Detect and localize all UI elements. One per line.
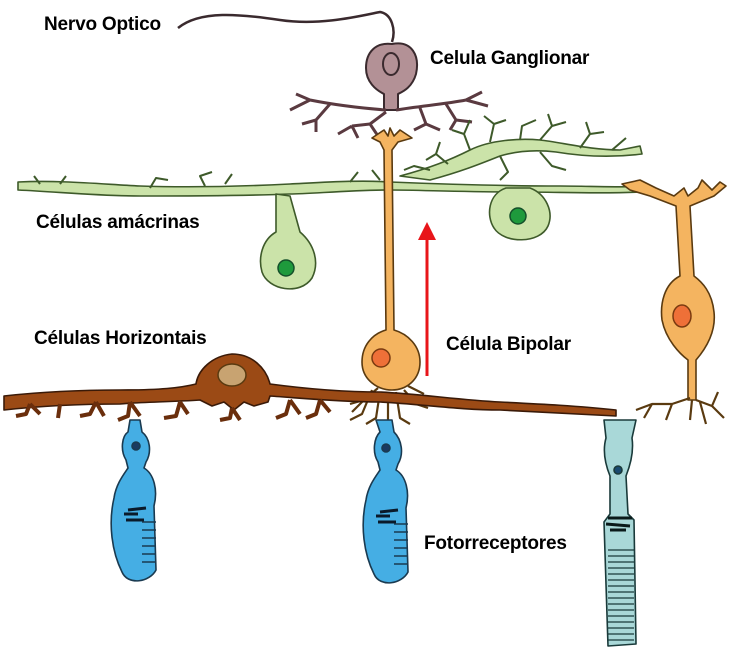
optic-nerve-fiber	[177, 10, 395, 43]
ganglion-cell-label: Celula Ganglionar	[430, 48, 590, 69]
cone-photoreceptor-left	[110, 419, 157, 582]
horizontal-cells-label: Células Horizontais	[34, 328, 207, 349]
bipolar-nucleus-center	[371, 348, 391, 368]
optic-nerve-label: Nervo Optico	[44, 14, 161, 35]
signal-direction-arrow	[418, 222, 436, 376]
amacrine-processes	[17, 113, 643, 290]
bipolar-cell-right	[621, 179, 727, 425]
horizontal-nucleus	[217, 363, 247, 387]
bipolar-cell-label: Célula Bipolar	[446, 334, 571, 355]
amacrine-cells-label: Células amácrinas	[36, 212, 200, 233]
amacrine-nucleus-left	[277, 259, 295, 277]
ganglion-cell	[289, 42, 489, 139]
cone-photoreceptor-center	[362, 419, 409, 584]
rod-photoreceptor-right	[603, 419, 637, 647]
bipolar-nucleus-right	[672, 304, 692, 328]
photoreceptors-label: Fotorreceptores	[424, 533, 567, 554]
amacrine-nucleus-right	[509, 207, 527, 225]
horizontal-cell	[3, 353, 617, 422]
